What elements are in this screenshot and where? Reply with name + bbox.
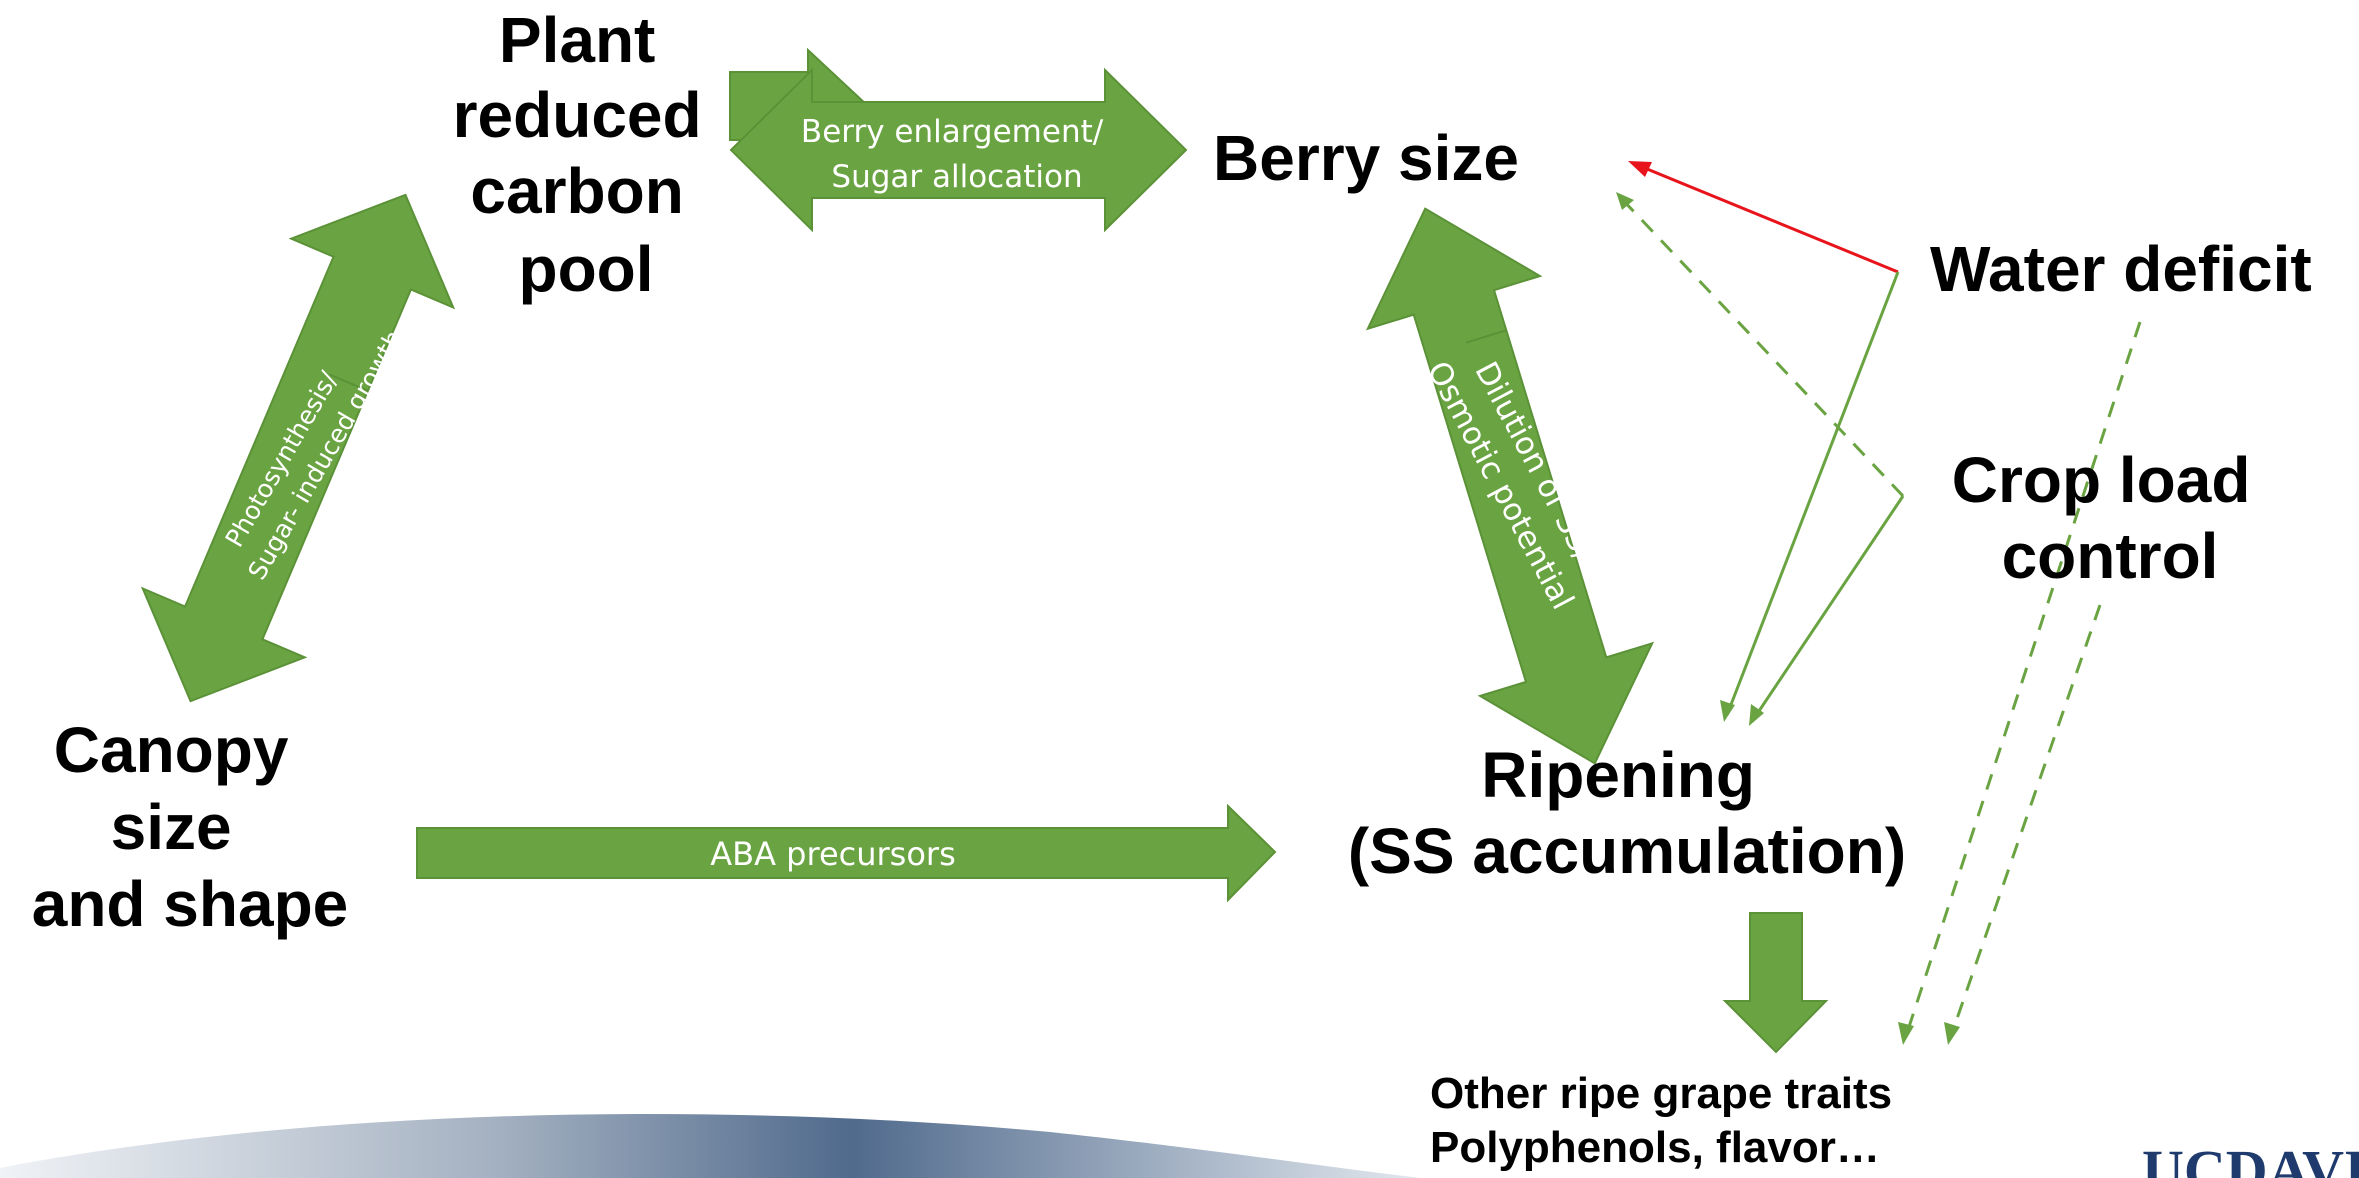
green-arrowhead-1 bbox=[1720, 700, 1735, 722]
crop-load-to-traits-dashed bbox=[1949, 604, 2102, 1037]
water-deficit-label: Water deficit bbox=[1930, 233, 2312, 305]
green-arrowhead-4 bbox=[1898, 1022, 1914, 1045]
crop-load-label: Crop load control bbox=[1952, 444, 2268, 592]
dilution-double-arrow bbox=[1365, 207, 1655, 765]
red-arrowhead bbox=[1628, 161, 1652, 177]
aba-label: ABA precursors bbox=[710, 835, 955, 873]
berry-size-label: Berry size bbox=[1213, 122, 1519, 194]
canopy-label: Canopy size and shape bbox=[32, 714, 349, 940]
crop-load-to-ripening-arrow bbox=[1751, 495, 1905, 721]
plant-pool-label: Plant reduced carbon pool bbox=[453, 4, 720, 305]
ripening-label: Ripening (SS accumulation) bbox=[1348, 739, 1906, 887]
crop-load-to-berry-dashed bbox=[1618, 195, 1905, 498]
aba-arrow bbox=[416, 803, 1277, 903]
ripe-traits-label: Other ripe grape traits Polyphenols, fla… bbox=[1430, 1069, 1904, 1172]
berry-enlargement-label: Berry enlargement/ Sugar allocation bbox=[801, 114, 1113, 195]
photosynthesis-double-arrow bbox=[140, 193, 456, 703]
water-deficit-to-ripening-arrow bbox=[1725, 271, 1900, 716]
berry-enlargement-double-arrow bbox=[729, 67, 1188, 233]
water-deficit-to-traits-dashed bbox=[1904, 321, 2142, 1037]
green-arrowhead-2 bbox=[1749, 704, 1764, 726]
water-deficit-to-berry-arrow bbox=[1634, 162, 1899, 274]
green-arrowhead-3 bbox=[1616, 192, 1634, 210]
ripening-down-arrow bbox=[1722, 912, 1829, 1054]
footer-swoosh bbox=[0, 1114, 1420, 1178]
ucdavis-logo: UCDAVIS bbox=[2142, 1138, 2359, 1178]
green-arrowhead-5 bbox=[1944, 1022, 1960, 1045]
